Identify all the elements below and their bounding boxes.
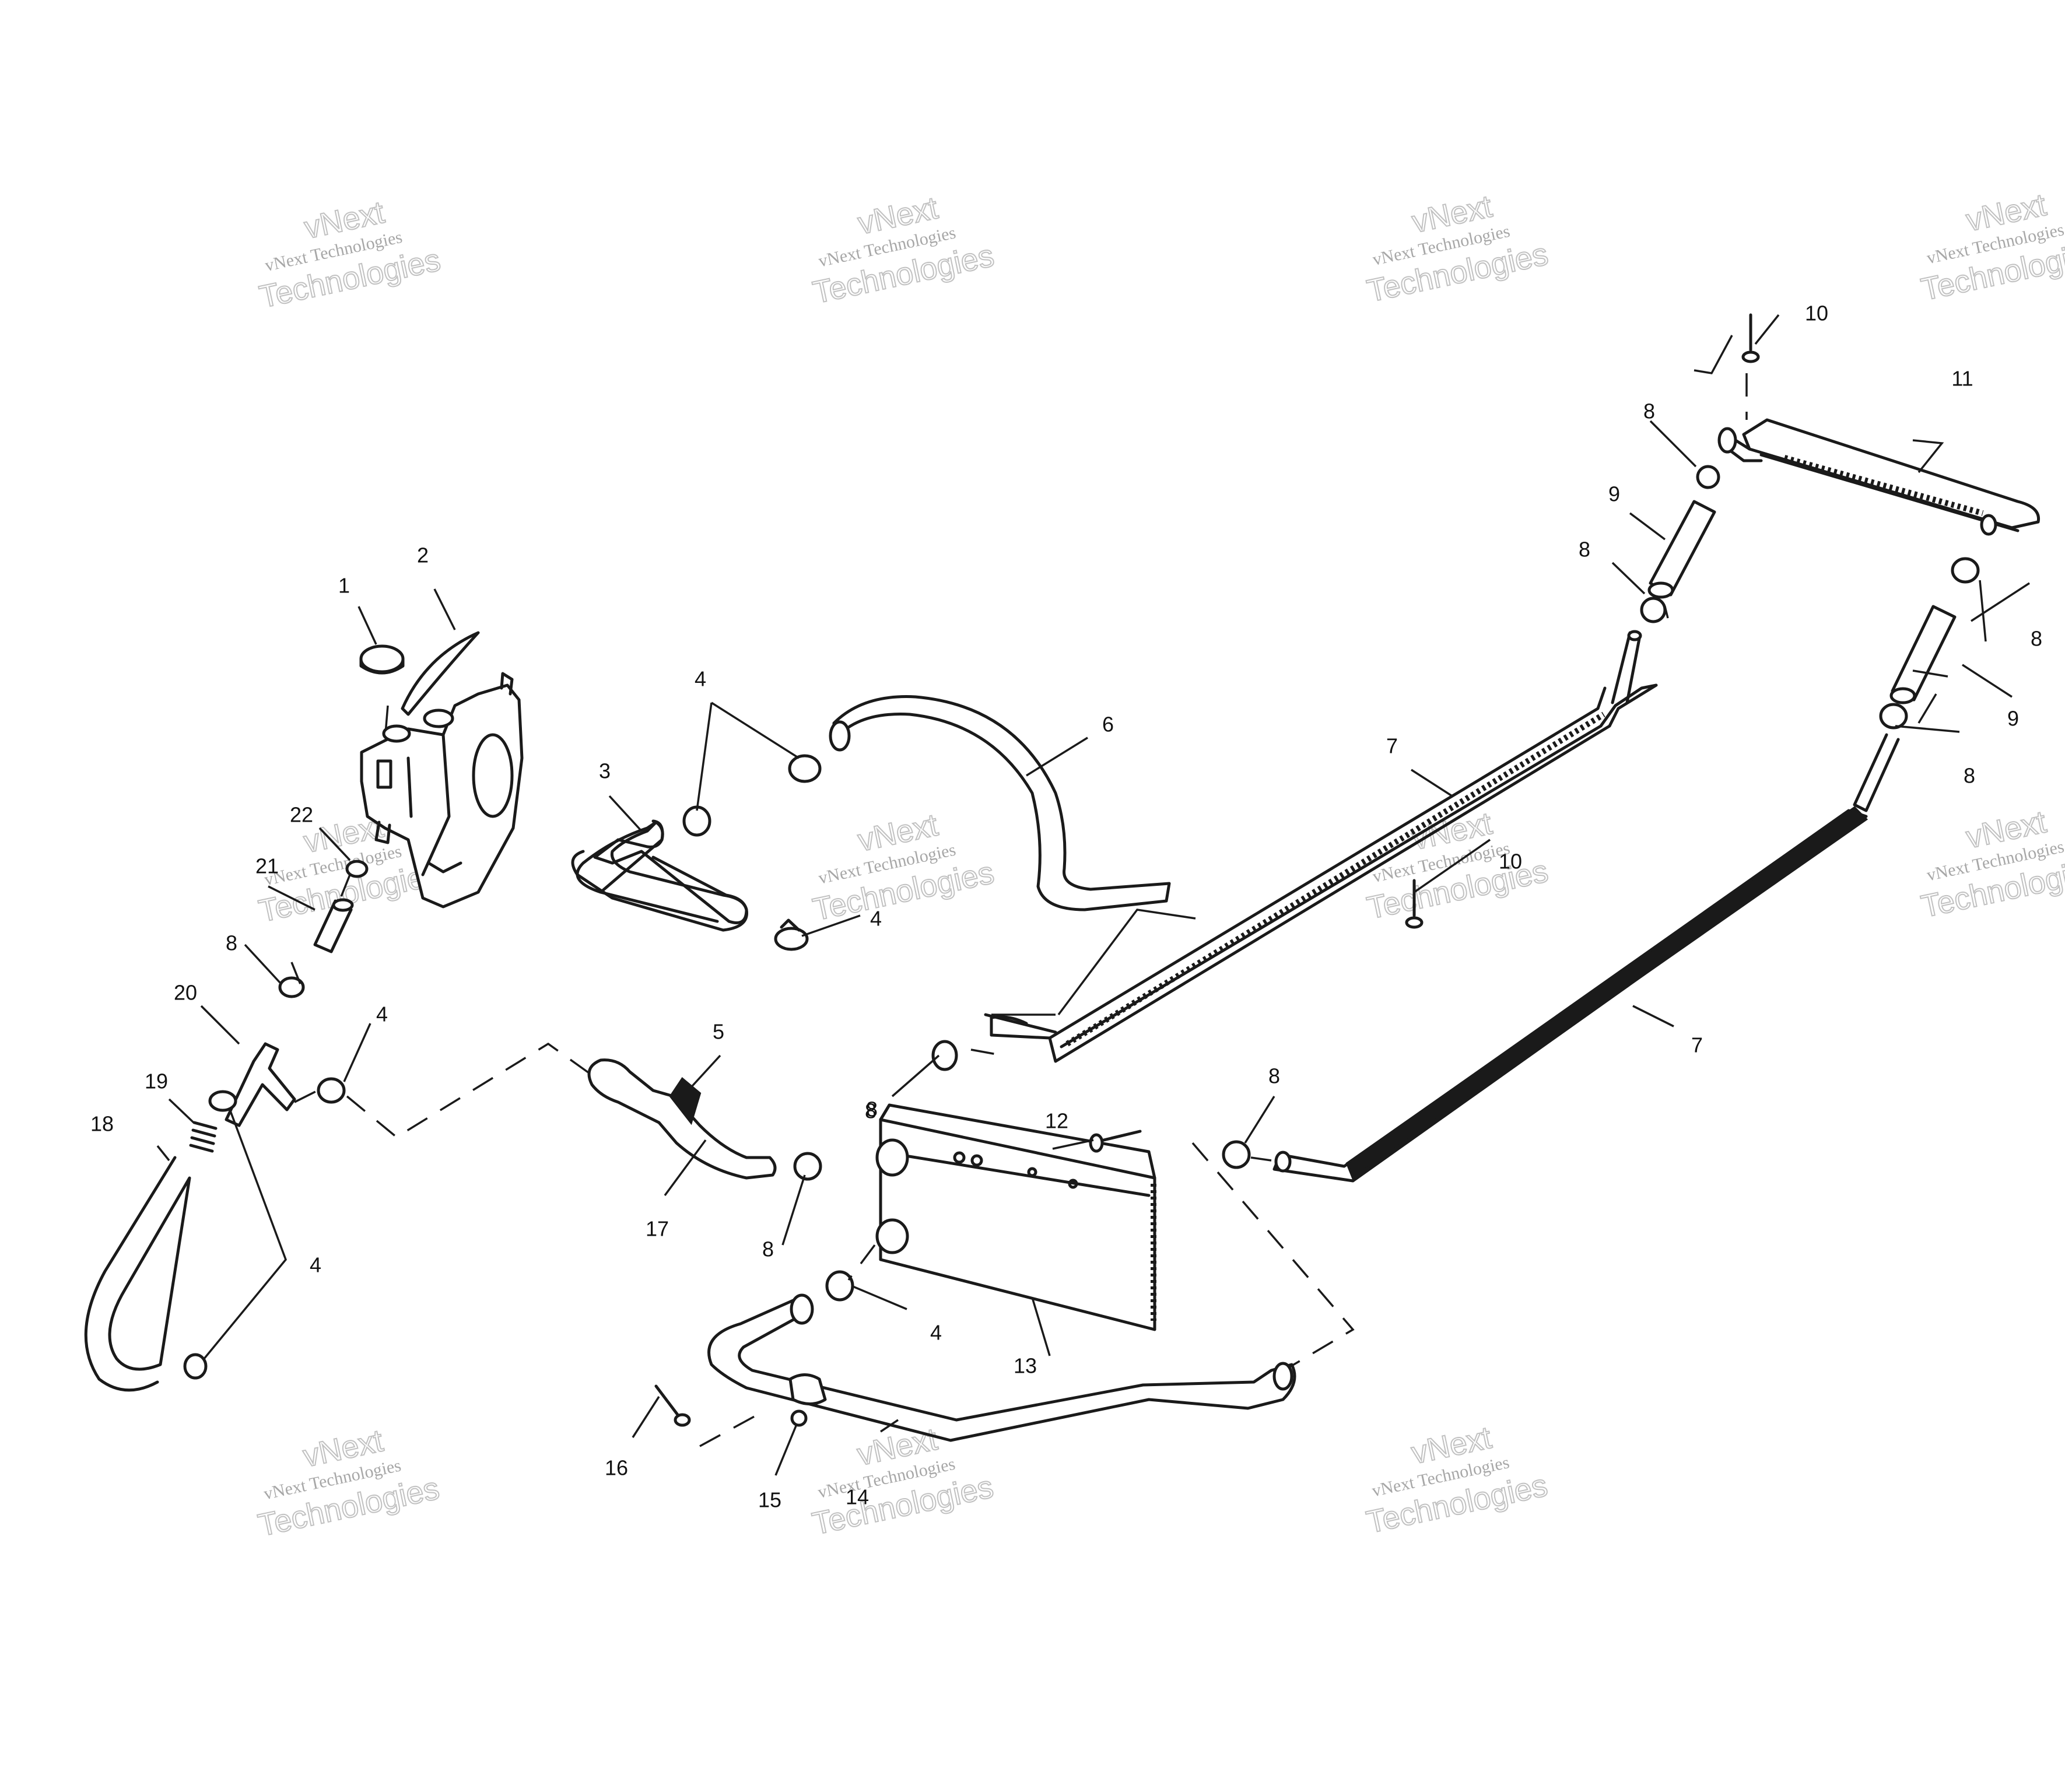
callout-14: 14 <box>846 1485 869 1509</box>
leader-lines <box>156 314 2030 1476</box>
routing-lines <box>290 373 1748 1447</box>
part-clamp-4-mid-left <box>317 1077 346 1104</box>
callout-16: 16 <box>605 1456 628 1480</box>
callout-8-lower-right: 8 <box>1268 1064 1280 1088</box>
callout-4-lower: 4 <box>930 1321 942 1345</box>
callout-10-mid: 10 <box>1499 850 1522 874</box>
watermark: vNext vNext Technologies Technologies <box>1363 1419 1551 1541</box>
part-screw-12 <box>1089 1130 1142 1153</box>
watermark: vNext vNext Technologies Technologies <box>809 1421 997 1542</box>
part-clamp-4-upper-mid <box>682 754 822 837</box>
part-elbow-hose-3 <box>576 819 748 924</box>
part-clamp-4-open <box>774 918 809 951</box>
watermark: vNext vNext Technologies Technologies <box>255 1422 443 1544</box>
callout-8-right-top: 8 <box>2031 627 2042 651</box>
part-t-fitting <box>225 1042 296 1127</box>
part-clamp-8-right-top <box>1951 557 1980 584</box>
callout-17: 17 <box>646 1217 669 1241</box>
part-clamp-8-lower-right <box>1222 1140 1251 1169</box>
part-connector-5 <box>669 1077 702 1125</box>
part-clamp-19 <box>208 1090 237 1112</box>
part-sleeve-9-upper <box>1647 500 1716 599</box>
callout-9-upper: 9 <box>1608 482 1620 506</box>
callout-1: 1 <box>338 574 350 598</box>
part-spring-19 <box>189 1121 218 1153</box>
part-clamp-8-upper-rail <box>1640 597 1667 623</box>
callout-21: 21 <box>255 854 279 878</box>
part-clamp-8-top-left <box>1696 465 1720 489</box>
part-clip-15 <box>788 1373 827 1427</box>
callout-9-right: 9 <box>2007 707 2019 731</box>
part-hose-21 <box>313 898 354 953</box>
callout-11: 11 <box>1951 367 1973 391</box>
callout-4-open-clamp: 4 <box>870 907 882 931</box>
callout-8-left: 8 <box>226 931 237 955</box>
callout-8-upper-center: 8 <box>865 1099 877 1123</box>
part-clamp-8-left <box>278 976 305 998</box>
callout-4-top: 4 <box>695 667 706 691</box>
part-hose-17 <box>587 1058 777 1180</box>
callout-8-right-mid: 8 <box>1964 764 1975 788</box>
part-sleeve-9-right <box>1889 605 1957 704</box>
callout-4-mid-left: 4 <box>376 1002 388 1026</box>
callout-8-hx-left: 8 <box>866 1097 878 1121</box>
callout-8-top-left: 8 <box>1643 399 1655 423</box>
part-clamp-8-center <box>793 1040 958 1181</box>
part-hose-14 <box>707 1293 1296 1442</box>
part-cooler-7-lower <box>1272 733 1900 1183</box>
part-screw-16 <box>654 1384 691 1427</box>
callout-5: 5 <box>713 1020 724 1044</box>
part-cap <box>359 644 405 675</box>
part-screw-10-top <box>1741 313 1760 363</box>
part-cooler-7-upper <box>984 630 1658 1063</box>
part-heat-exchanger-13 <box>875 1103 1156 1331</box>
callout-13: 13 <box>1014 1354 1037 1378</box>
callout-7-upper: 7 <box>1386 734 1398 758</box>
watermark: vNext vNext Technologies Technologies <box>256 194 444 315</box>
part-clamp-4-lower <box>825 1270 854 1302</box>
part-connector-22 <box>345 860 369 878</box>
watermark: vNext vNext Technologies Technologies <box>1363 188 1552 310</box>
callout-2: 2 <box>417 543 429 567</box>
callout-8-center: 8 <box>762 1237 774 1261</box>
callouts: 1 2 22 21 8 20 19 18 4 4 3 4 6 4 5 17 8 … <box>90 301 2042 1512</box>
part-hose-3 <box>571 820 748 932</box>
callout-12: 12 <box>1045 1109 1068 1133</box>
callout-20: 20 <box>174 981 197 1005</box>
part-strap <box>401 631 480 716</box>
callout-22: 22 <box>290 803 313 827</box>
watermark: vNext vNext Technologies Technologies <box>1917 804 2065 925</box>
part-manifold-11 <box>1717 418 2041 536</box>
part-screw-10-mid <box>1405 879 1424 929</box>
callout-18: 18 <box>90 1112 114 1136</box>
callout-8-upper-rail: 8 <box>1579 538 1590 562</box>
part-clamp-8-right-mid <box>1879 703 1908 730</box>
callout-19: 19 <box>145 1069 168 1093</box>
callout-3: 3 <box>599 759 611 783</box>
part-curved-hose-6 <box>829 695 1171 911</box>
callout-4-far-left: 4 <box>310 1253 321 1277</box>
callout-6: 6 <box>1102 713 1114 737</box>
callout-15: 15 <box>758 1488 781 1512</box>
watermark: vNext vNext Technologies Technologies <box>809 190 998 311</box>
part-u-hose <box>84 1156 191 1392</box>
watermark: vNext vNext Technologies Technologies <box>1917 187 2065 308</box>
callout-10-top: 10 <box>1805 301 1828 325</box>
part-reservoir-tank <box>360 672 524 909</box>
callout-7-lower: 7 <box>1691 1033 1703 1057</box>
watermark: vNext vNext Technologies Technologies <box>809 806 998 928</box>
part-clamp-4-bottom-left <box>183 1353 208 1380</box>
